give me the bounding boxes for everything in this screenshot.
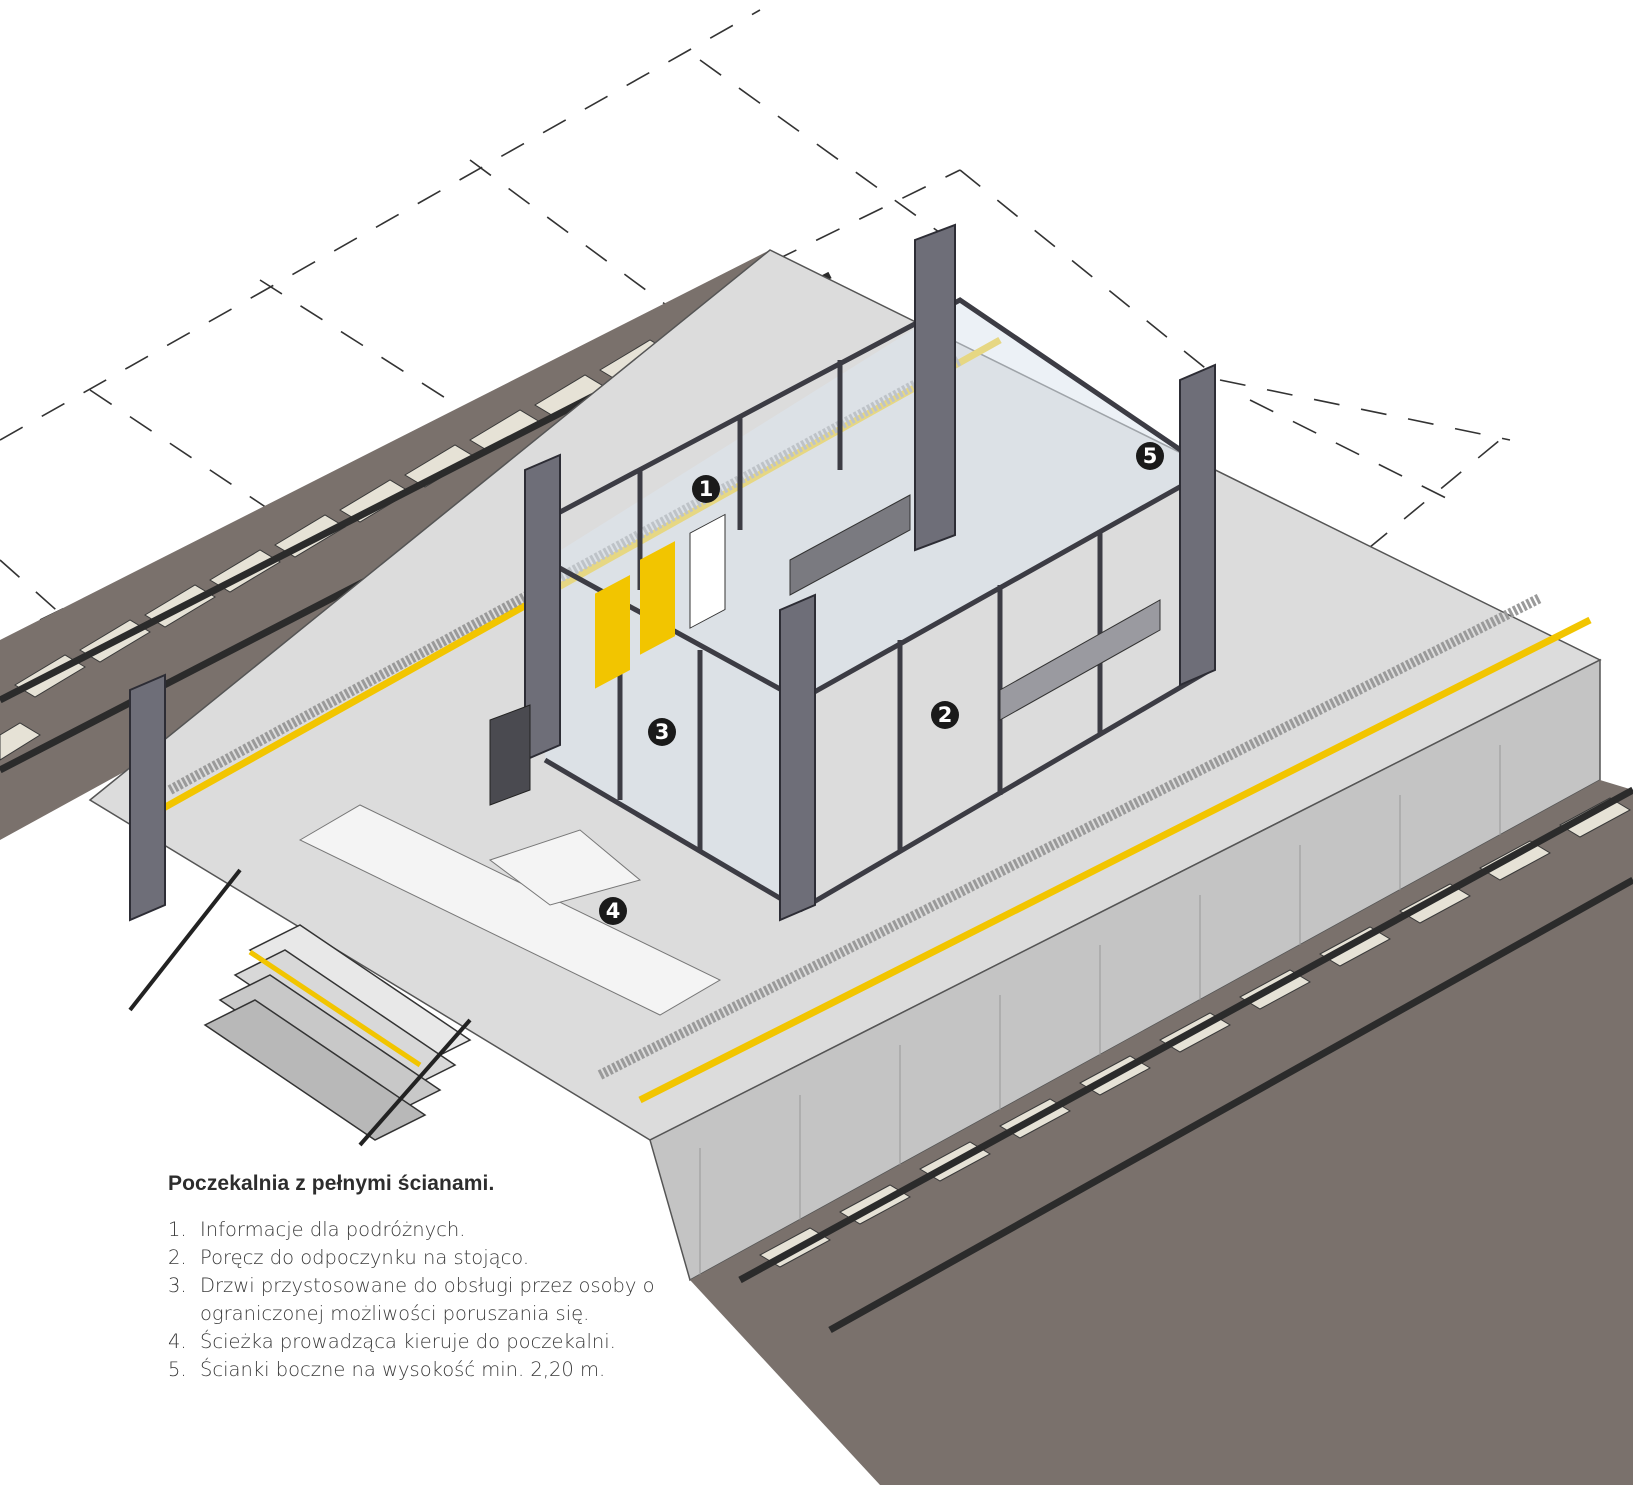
track-front [690, 780, 1633, 1485]
legend-item-4: 4. Ścieżka prowadząca kieruje do poczeka… [168, 1328, 688, 1356]
legend-item-3: 3. Drzwi przystosowane do obsługi przez … [168, 1272, 688, 1328]
marker-1: 1 [692, 475, 720, 503]
marker-4: 4 [599, 897, 627, 925]
svg-text:5: 5 [1143, 444, 1158, 468]
legend-item-text: Informacje dla podróżnych. [200, 1218, 466, 1241]
legend-list: 1. Informacje dla podróżnych. 2. Poręcz … [168, 1216, 688, 1384]
legend-item-1: 1. Informacje dla podróżnych. [168, 1216, 688, 1244]
legend-item-2: 2. Poręcz do odpoczynku na stojąco. [168, 1244, 688, 1272]
waiting-room [129, 223, 1216, 922]
marker-3: 3 [648, 718, 676, 746]
marker-2: 2 [931, 701, 959, 729]
legend-item-number: 3. [168, 1274, 187, 1297]
legend-item-text: Poręcz do odpoczynku na stojąco. [200, 1246, 530, 1269]
legend-item-number: 2. [168, 1246, 187, 1269]
stairs [128, 868, 472, 1147]
legend-item-number: 4. [168, 1330, 187, 1353]
legend-item-text: Drzwi przystosowane do obsługi przez oso… [200, 1274, 655, 1325]
legend-item-number: 1. [168, 1218, 187, 1241]
svg-text:4: 4 [606, 899, 621, 923]
marker-5: 5 [1136, 442, 1164, 470]
legend: Poczekalnia z pełnymi ścianami. 1. Infor… [168, 1172, 688, 1384]
legend-item-5: 5. Ścianki boczne na wysokość min. 2,20 … [168, 1356, 688, 1384]
legend-item-text: Ścieżka prowadząca kieruje do poczekalni… [200, 1330, 616, 1353]
svg-text:3: 3 [655, 720, 670, 744]
legend-item-number: 5. [168, 1358, 187, 1381]
legend-title: Poczekalnia z pełnymi ścianami. [168, 1172, 495, 1195]
legend-item-text: Ścianki boczne na wysokość min. 2,20 m. [200, 1358, 606, 1381]
svg-text:2: 2 [938, 703, 953, 727]
svg-text:1: 1 [699, 477, 714, 501]
